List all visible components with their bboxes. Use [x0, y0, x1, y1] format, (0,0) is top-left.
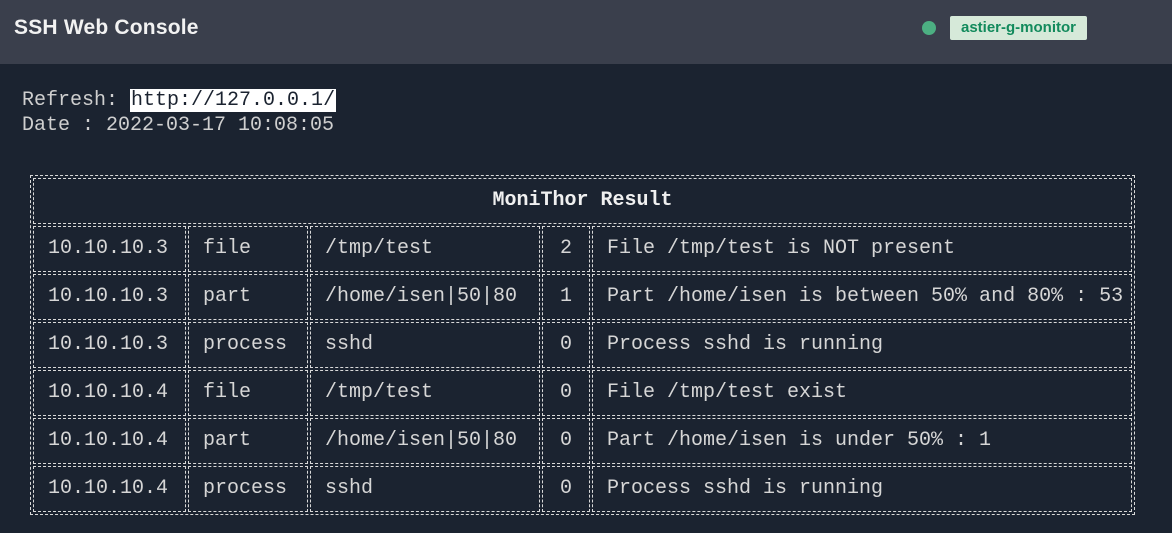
cell-check-type: file [188, 370, 308, 416]
cell-status-code: 2 [542, 226, 590, 272]
cell-host: 10.10.10.4 [33, 466, 186, 512]
cell-host: 10.10.10.3 [33, 274, 186, 320]
refresh-line: Refresh: http://127.0.0.1/ [22, 88, 1172, 113]
cell-message: File /tmp/test exist [592, 370, 1132, 416]
host-badge: astier-g-monitor [949, 15, 1087, 40]
cell-target: sshd [310, 322, 540, 368]
cell-message: Process sshd is running [592, 466, 1132, 512]
cell-message: Process sshd is running [592, 322, 1132, 368]
cell-host: 10.10.10.3 [33, 322, 186, 368]
status-dot-icon [921, 20, 936, 35]
cell-target: /tmp/test [310, 370, 540, 416]
console-output: Refresh: http://127.0.0.1/ Date : 2022-0… [0, 64, 1172, 515]
refresh-label: Refresh: [22, 89, 131, 112]
cell-check-type: file [188, 226, 308, 272]
cell-target: /home/isen|50|80 [310, 274, 540, 320]
cell-host: 10.10.10.4 [33, 370, 186, 416]
cell-status-code: 1 [542, 274, 590, 320]
app-title: SSH Web Console [14, 15, 199, 39]
cell-check-type: process [188, 322, 308, 368]
status-area: astier-g-monitor [921, 15, 1087, 40]
top-bar: SSH Web Console astier-g-monitor [0, 0, 1172, 64]
cell-check-type: part [188, 274, 308, 320]
cell-status-code: 0 [542, 322, 590, 368]
cell-target: /home/isen|50|80 [310, 418, 540, 464]
table-title-row: MoniThor Result [33, 178, 1132, 224]
cell-check-type: part [188, 418, 308, 464]
cell-message: Part /home/isen is between 50% and 80% :… [592, 274, 1132, 320]
cell-status-code: 0 [542, 466, 590, 512]
refresh-url-link[interactable]: http://127.0.0.1/ [130, 89, 337, 112]
table-title: MoniThor Result [33, 178, 1132, 224]
cell-host: 10.10.10.3 [33, 226, 186, 272]
cell-check-type: process [188, 466, 308, 512]
date-line: Date : 2022-03-17 10:08:05 [22, 114, 335, 137]
cell-message: Part /home/isen is under 50% : 1 [592, 418, 1132, 464]
cell-target: /tmp/test [310, 226, 540, 272]
cell-status-code: 0 [542, 418, 590, 464]
cell-message: File /tmp/test is NOT present [592, 226, 1132, 272]
cell-target: sshd [310, 466, 540, 512]
cell-host: 10.10.10.4 [33, 418, 186, 464]
cell-status-code: 0 [542, 370, 590, 416]
